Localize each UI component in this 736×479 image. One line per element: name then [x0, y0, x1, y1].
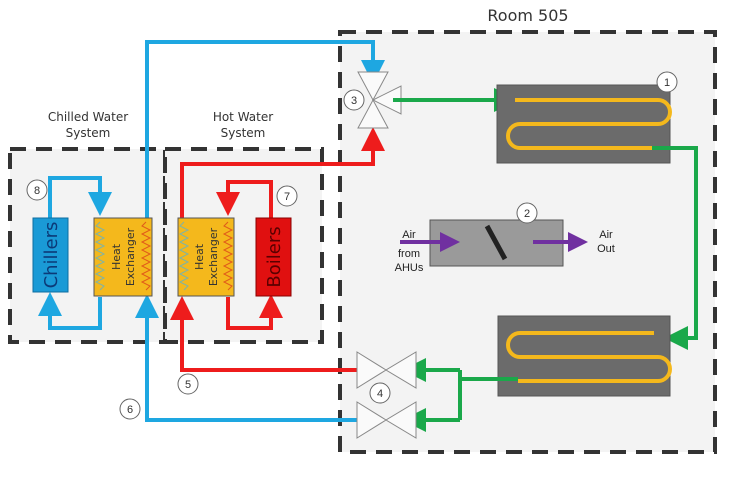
hot-loop-return	[226, 294, 283, 330]
marker-7: 7	[276, 185, 298, 207]
air-in-label-2: from	[398, 248, 420, 260]
marker-2: 2	[516, 202, 538, 224]
marker-8: 8	[26, 179, 48, 201]
chillers-unit	[32, 217, 69, 293]
chilled-loop-supply	[48, 176, 112, 218]
hx1-label-2: Exchanger	[124, 227, 137, 286]
air-out-label-2: Out	[597, 243, 615, 255]
hot-heat-exchanger	[177, 217, 235, 297]
air-in-label-1: Air	[402, 229, 416, 241]
marker-6: 6	[119, 398, 141, 420]
chilled-heat-exchanger	[93, 217, 153, 297]
marker-1: 1	[656, 71, 678, 93]
air-in-label-3: AHUs	[395, 262, 424, 274]
svg-text:3: 3	[351, 95, 357, 107]
hx1-label-1: Heat	[110, 243, 123, 270]
svg-text:7: 7	[284, 191, 290, 203]
hot-supply-line	[180, 127, 385, 218]
svg-text:5: 5	[185, 379, 191, 391]
marker-4: 4	[369, 382, 391, 404]
coil-connection-line	[652, 146, 698, 350]
hx2-label-2: Exchanger	[207, 227, 220, 286]
chilled-return-line	[135, 294, 365, 422]
chilled-loop-return	[38, 292, 102, 330]
hot-system-label-1: Hot Water	[213, 110, 273, 124]
hot-system-label-2: System	[221, 126, 266, 140]
chillers-label: Chillers	[41, 222, 62, 289]
svg-text:4: 4	[377, 388, 383, 400]
hot-loop-supply	[216, 180, 273, 218]
three-way-valve	[357, 71, 402, 129]
room-title: Room 505	[487, 6, 568, 25]
svg-text:6: 6	[127, 404, 133, 416]
chilled-supply-line	[145, 40, 385, 218]
hx2-label-1: Heat	[193, 243, 206, 270]
boilers-label: Boilers	[264, 226, 285, 287]
marker-5: 5	[177, 373, 199, 395]
svg-text:1: 1	[664, 77, 670, 89]
chilled-system-label-2: System	[66, 126, 111, 140]
svg-text:8: 8	[34, 185, 40, 197]
damper-blade	[484, 224, 508, 261]
svg-text:2: 2	[524, 208, 530, 220]
boilers-unit	[255, 217, 292, 297]
two-way-valves	[356, 351, 417, 439]
marker-3: 3	[343, 89, 365, 111]
air-out-label-1: Air	[599, 229, 613, 241]
chilled-system-label-1: Chilled Water	[48, 110, 128, 124]
hot-return-line	[170, 296, 365, 372]
